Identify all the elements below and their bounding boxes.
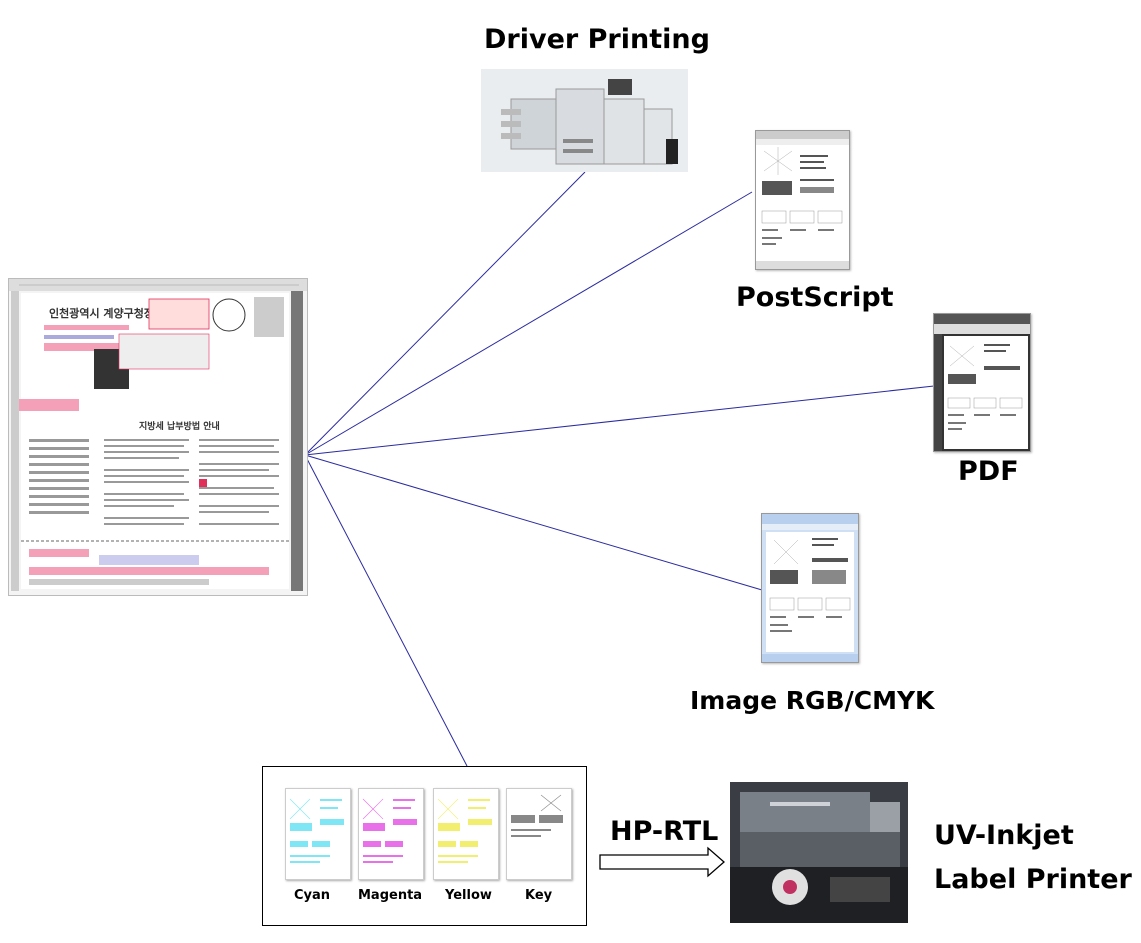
magenta-label: Magenta (358, 888, 423, 903)
uv-inkjet-label-line1: UV-Inkjet (934, 820, 1074, 851)
production-printer-image (481, 69, 688, 172)
line-to-separations (304, 454, 468, 767)
uv-inkjet-label-line2: Label Printer (934, 864, 1132, 895)
line-to-image (304, 454, 763, 591)
cyan-label: Cyan (294, 888, 331, 903)
yellow-plate (433, 788, 499, 880)
pdf-label: PDF (958, 456, 1019, 487)
postscript-preview (755, 130, 850, 270)
uv-inkjet-printer-image (730, 782, 908, 923)
line-to-pdf (304, 385, 935, 456)
key-plate (506, 788, 572, 880)
source-document: 인천광역시 계양구청장 지방세 납부방법 안내 (8, 278, 308, 596)
source-document-image: 인천광역시 계양구청장 지방세 납부방법 안내 (9, 279, 307, 591)
svg-text:지방세 납부방법 안내: 지방세 납부방법 안내 (139, 420, 220, 432)
line-to-postscript (304, 191, 753, 456)
image-preview (761, 513, 859, 663)
cyan-plate (285, 788, 351, 880)
arrow-to-uv-printer (599, 846, 725, 878)
yellow-label: Yellow (445, 888, 492, 903)
driver-printing-label: Driver Printing (484, 24, 710, 55)
magenta-plate (358, 788, 424, 880)
postscript-label: PostScript (736, 282, 894, 313)
line-to-driver-printing (304, 171, 586, 456)
image-rgb-cmyk-label: Image RGB/CMYK (690, 686, 935, 715)
pdf-preview (933, 313, 1031, 452)
hp-rtl-label: HP-RTL (610, 816, 719, 847)
key-label: Key (525, 888, 553, 903)
svg-text:인천광역시 계양구청장: 인천광역시 계양구청장 (49, 306, 154, 320)
